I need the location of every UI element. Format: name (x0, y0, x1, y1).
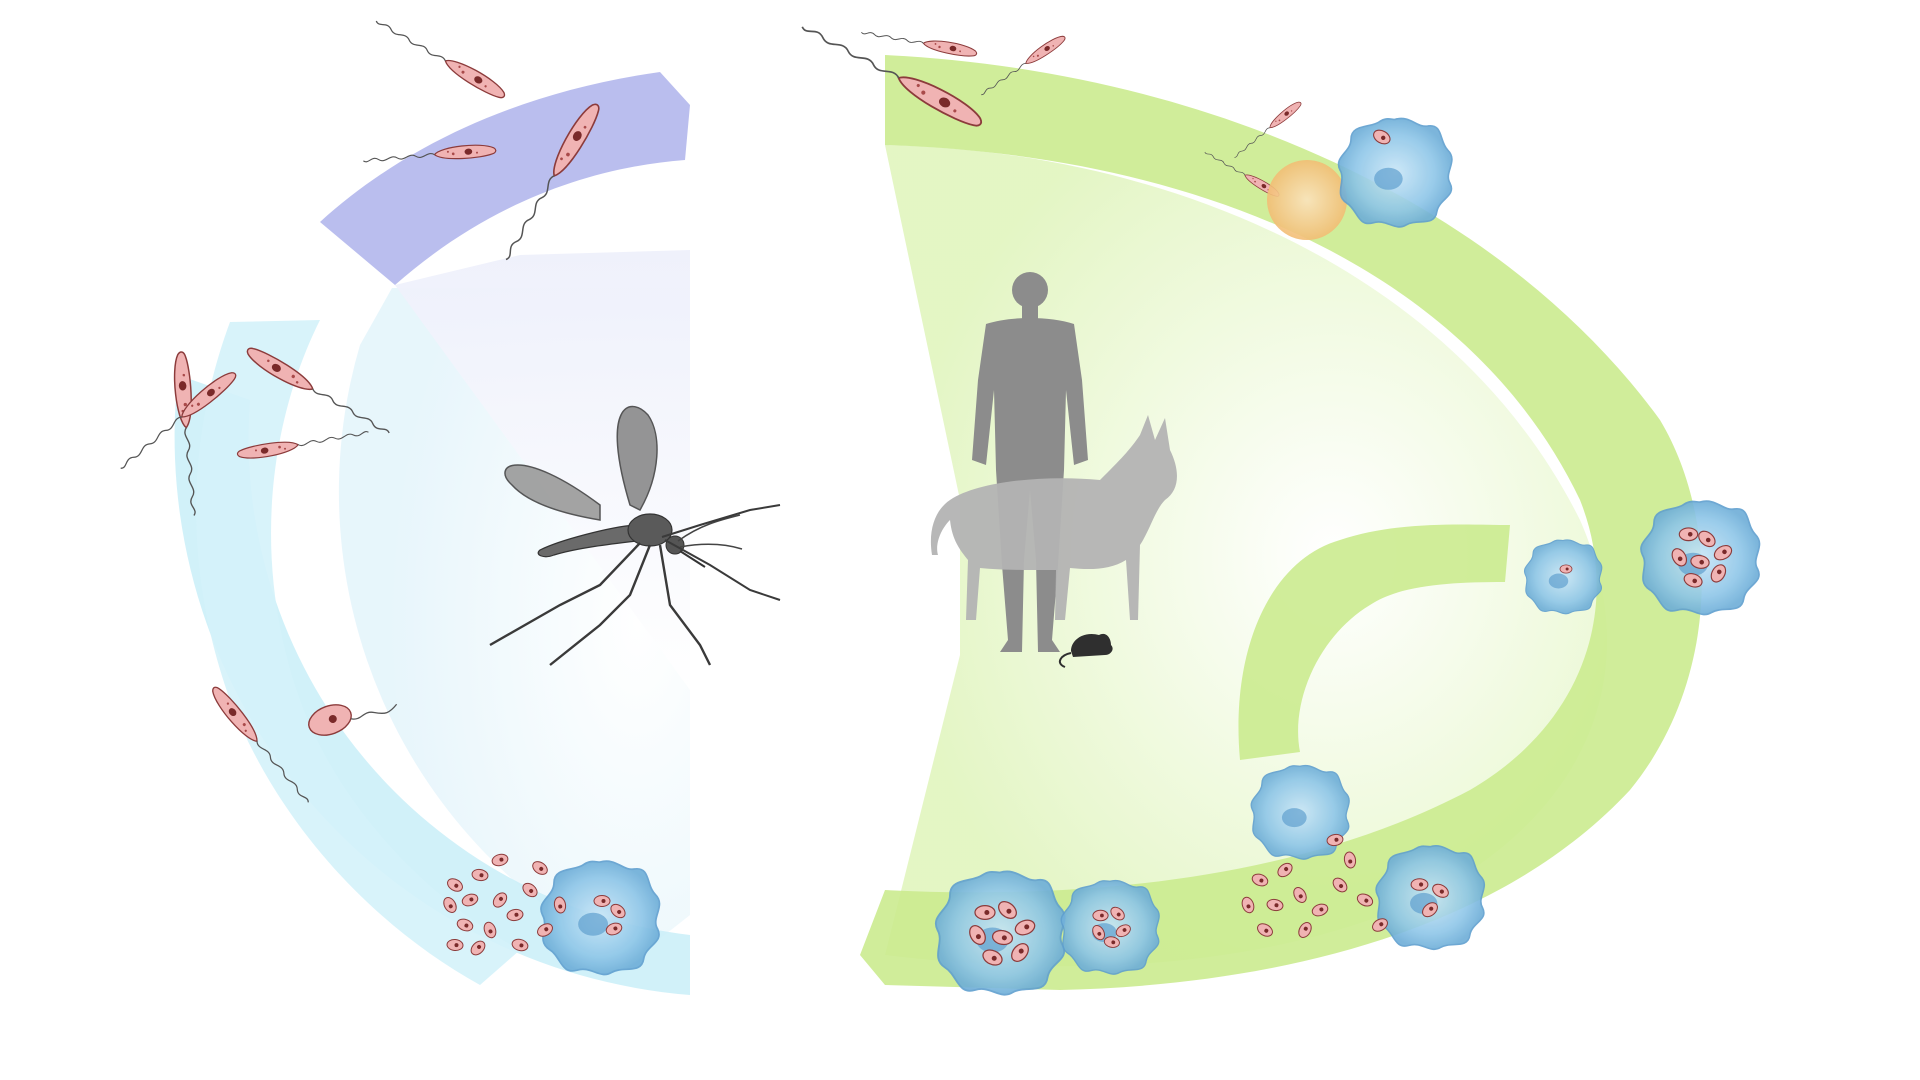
host-outer-band (860, 55, 1702, 990)
vector-stage-section (115, 14, 781, 995)
macrophage-icon (540, 860, 661, 976)
sand-fly-icon (489, 405, 781, 666)
amastigote-icon (593, 895, 611, 907)
ingested-macrophage-group (540, 860, 661, 976)
host-return-hook (1238, 524, 1510, 760)
infected-macrophage-icon (1640, 500, 1761, 616)
macrophage-icon (1523, 539, 1603, 615)
rodent-silhouette-icon (1058, 633, 1113, 668)
inoculated-promastigote-icon (859, 26, 979, 59)
infected-macrophage-icon (934, 870, 1066, 996)
vector-top-band (320, 72, 690, 285)
infected-macrophage-icon (1375, 845, 1486, 951)
procyclic-amastigote-icon (308, 703, 398, 736)
host-stage-section (796, 17, 1761, 996)
macrophage-icon (1337, 117, 1453, 228)
dog-silhouette-icon (930, 415, 1177, 620)
metacyclic-promastigote-icon (372, 14, 509, 103)
infected-macrophage-icon (1060, 879, 1160, 975)
neutrophil-icon (1267, 160, 1347, 240)
